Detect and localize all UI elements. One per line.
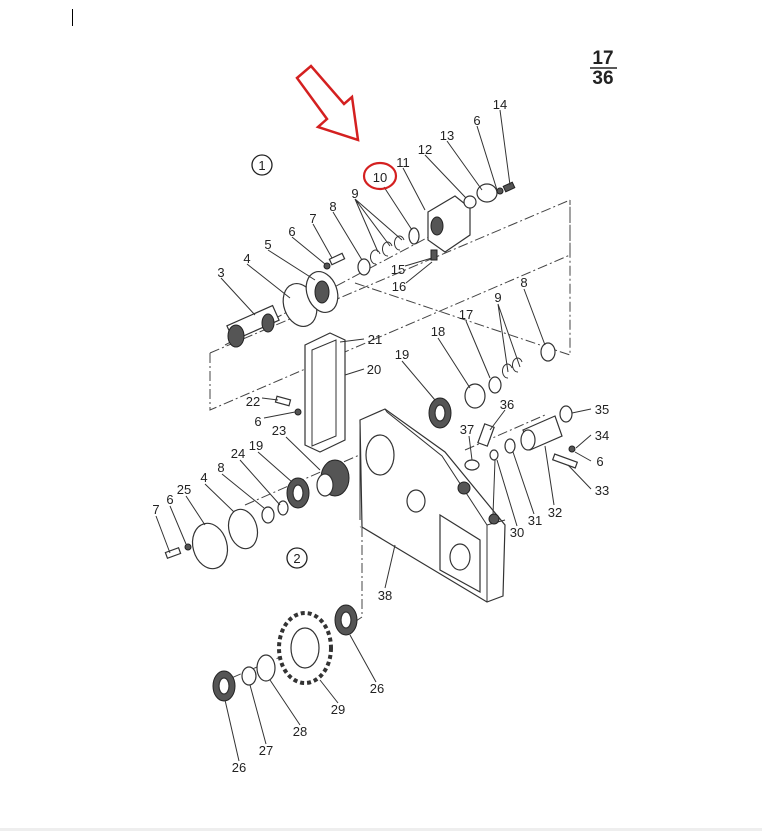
gasket-part-4-b: [227, 508, 259, 550]
leader-lines: [155, 109, 592, 762]
part-label: 4: [200, 470, 207, 485]
page-number: 17 36: [590, 48, 617, 89]
part-label: 11: [396, 155, 410, 170]
shaft-part-3: [226, 304, 280, 348]
svg-text:2: 2: [293, 551, 300, 566]
part-label: 21: [368, 332, 382, 347]
bolt-part-7: [328, 252, 346, 266]
group-marker-2: 2: [286, 547, 308, 569]
circlip-part-28: [256, 654, 276, 682]
part-label: 14: [493, 97, 507, 112]
part-label: 35: [595, 402, 609, 417]
gear-part-29: [277, 611, 333, 685]
part-label: 8: [217, 460, 224, 475]
part-label: 7: [309, 211, 316, 226]
circlip-part-8-b: [540, 342, 556, 362]
part-label: 6: [166, 492, 173, 507]
red-arrow-icon: [295, 64, 360, 142]
o-ring-part-12: [463, 195, 477, 209]
gear-part-23: [316, 459, 350, 497]
part-label: 4: [243, 251, 250, 266]
part-label: 16: [392, 279, 406, 294]
cover-plate-part-20: [304, 332, 346, 453]
part-label: 30: [510, 525, 524, 540]
cover-part-13: [476, 183, 498, 203]
circlip-part-8: [357, 258, 371, 276]
part-label: 29: [331, 702, 345, 717]
part-label: 22: [246, 394, 260, 409]
part-label: 15: [391, 262, 405, 277]
part-label: 36: [500, 397, 514, 412]
part-label: 9: [494, 290, 501, 305]
bearing-housing-part-11: [427, 195, 471, 253]
svg-text:1: 1: [258, 158, 265, 173]
highlight-circle: [362, 161, 398, 191]
part-label: 27: [259, 743, 273, 758]
seal-part-17: [488, 376, 502, 394]
part-label: 9: [351, 186, 358, 201]
shaft-part-32: [520, 415, 563, 451]
bottom-edge: [0, 828, 762, 831]
part-label: 34: [595, 428, 609, 443]
part-label: 6: [288, 224, 295, 239]
group-marker-1: 1: [251, 154, 273, 176]
part-label: 33: [595, 483, 609, 498]
part-label: 24: [231, 446, 245, 461]
part-label-highlighted: 10: [373, 170, 387, 185]
part-label: 6: [473, 113, 480, 128]
part-label: 13: [440, 128, 454, 143]
part-label: 19: [395, 347, 409, 362]
part-label: 7: [152, 502, 159, 517]
part-label: 8: [520, 275, 527, 290]
part-label: 17: [459, 307, 473, 322]
ring-part-10: [408, 227, 420, 245]
part-labels: 14 6 13 12 11 10 9 8 7 6 5 4 3 15 16 21 …: [152, 97, 609, 775]
part-label: 8: [329, 199, 336, 214]
part-label: 28: [293, 724, 307, 739]
page-numerator: 17: [592, 48, 613, 69]
page-denominator: 36: [592, 68, 613, 89]
cover-part-25: [191, 522, 229, 570]
part-label: 20: [367, 362, 381, 377]
part-label: 12: [418, 142, 432, 157]
group-1-boundary: [209, 200, 571, 411]
part-label: 26: [370, 681, 384, 696]
ring-part-18: [464, 383, 486, 409]
part-label: 3: [217, 265, 224, 280]
ring-part-27: [241, 666, 257, 686]
text-cursor: [72, 9, 73, 26]
gearbox-housing-part-38: [359, 408, 506, 603]
part-label: 38: [378, 588, 392, 603]
part-label: 6: [596, 454, 603, 469]
part-label: 5: [264, 237, 271, 252]
part-label: 25: [177, 482, 191, 497]
part-label: 19: [249, 438, 263, 453]
part-label: 37: [460, 422, 474, 437]
part-label: 26: [232, 760, 246, 775]
part-label: 32: [548, 505, 562, 520]
part-label: 31: [528, 513, 542, 528]
part-label: 6: [254, 414, 261, 429]
part-label: 23: [272, 423, 286, 438]
part-label: 18: [431, 324, 445, 339]
